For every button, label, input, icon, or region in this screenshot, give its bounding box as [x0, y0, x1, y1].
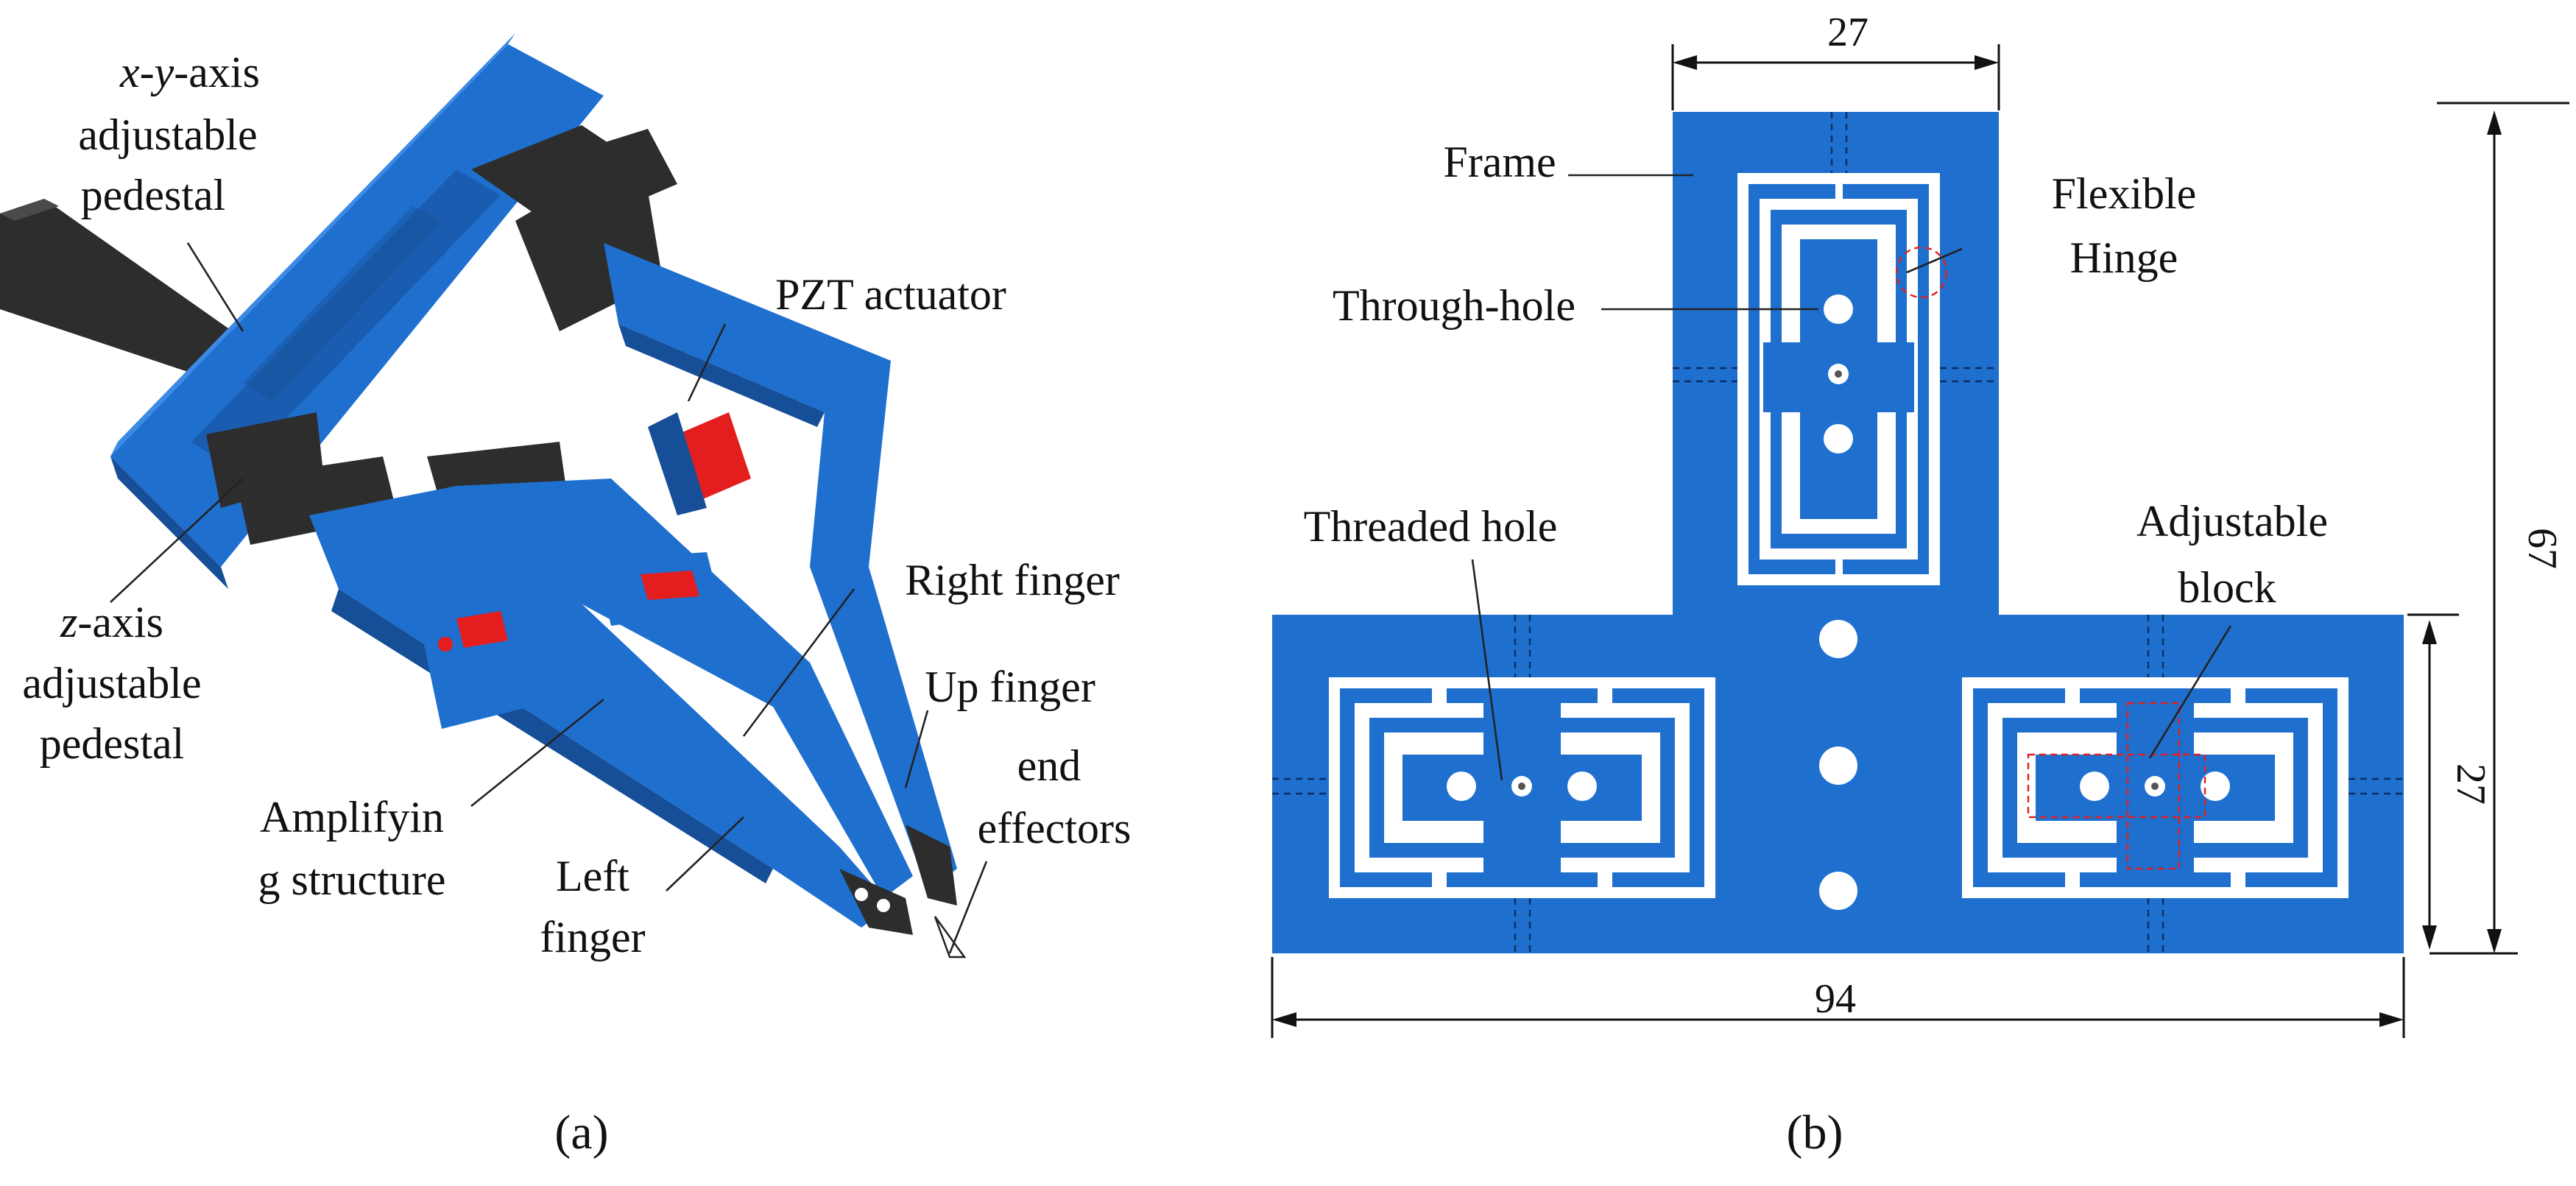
panel-b-leaders	[1471, 174, 2232, 781]
adjustable-block-marker	[2027, 753, 2206, 819]
amplifier-actuator-left	[456, 611, 508, 648]
end-effectors-label-2: effectors	[978, 804, 1132, 853]
dim-side-height: 27	[2448, 763, 2494, 805]
dim-top-width: 27	[1827, 10, 1869, 55]
panel-b-labels: Frame Flexible Hinge Through-hole Thread…	[1304, 10, 2565, 1159]
through-hole-2	[1824, 424, 1853, 453]
base-rod-top	[0, 199, 59, 221]
end-effector-left	[839, 869, 913, 935]
panel-a-caption: (a)	[554, 1106, 608, 1159]
panel-a-labels: x-y-axis adjustable pedestal PZT actuato…	[22, 48, 1131, 1159]
xy-pedestal-edge	[110, 456, 228, 589]
panel-b-plate	[1272, 112, 2404, 953]
flexible-hinge-marker	[1895, 246, 1948, 299]
amplifier-actuator-mid	[641, 571, 699, 600]
frame-label: Frame	[1443, 138, 1556, 186]
right-finger-label: Right finger	[905, 556, 1120, 604]
up-finger	[456, 479, 913, 898]
xy-pedestal-top	[110, 33, 515, 456]
panel-b-caption: (b)	[1787, 1106, 1843, 1159]
upper-flexure-module	[1737, 173, 1948, 585]
stem-hole-2	[1819, 746, 1857, 785]
panel-a-illustration	[0, 33, 967, 959]
end-effectors-label: end	[1017, 741, 1081, 790]
xy-pedestal-label: x-y-axis	[119, 48, 260, 96]
z-pedestal-label-2: adjustable	[22, 659, 201, 707]
adjustable-block-label-2: block	[2178, 563, 2276, 612]
end-effector-right	[906, 825, 957, 906]
panel-b-dimensions	[1271, 44, 2569, 1038]
right-finger-upper	[604, 243, 891, 567]
right-flexure-module	[1962, 677, 2349, 898]
z-pedestal-label-3: pedestal	[40, 719, 185, 768]
left-finger-label: Left	[556, 852, 629, 900]
connector-block-right	[589, 129, 677, 206]
through-hole-label: Through-hole	[1333, 281, 1575, 330]
flexible-hinge-label-2: Hinge	[2070, 233, 2178, 282]
amplifying-label-2: g structure	[258, 855, 446, 904]
xy-pedestal-label-2: adjustable	[78, 110, 257, 159]
up-finger-label: Up finger	[925, 663, 1095, 711]
dim-total-width: 94	[1815, 976, 1856, 1022]
z-pedestal-label: z-axis	[60, 598, 163, 646]
pzt-actuator-label: PZT actuator	[775, 270, 1006, 319]
panel-a-leaders	[110, 242, 988, 954]
right-finger-lower	[810, 567, 957, 891]
base-rod	[0, 199, 243, 383]
dim-total-height: 67	[2519, 528, 2565, 569]
stem-hole-1	[1819, 620, 1857, 658]
flexible-hinge-label: Flexible	[2052, 169, 2197, 218]
xy-pedestal-label-3: pedestal	[81, 171, 226, 219]
adjustable-block-label: Adjustable	[2136, 497, 2328, 546]
left-flexure-module	[1329, 677, 1715, 898]
threaded-hole-label: Threaded hole	[1304, 502, 1558, 551]
left-finger-label-2: finger	[540, 913, 645, 961]
through-hole-1	[1824, 294, 1853, 324]
amplifying-label: Amplifyin	[260, 793, 444, 841]
stem-hole-3	[1819, 872, 1857, 910]
